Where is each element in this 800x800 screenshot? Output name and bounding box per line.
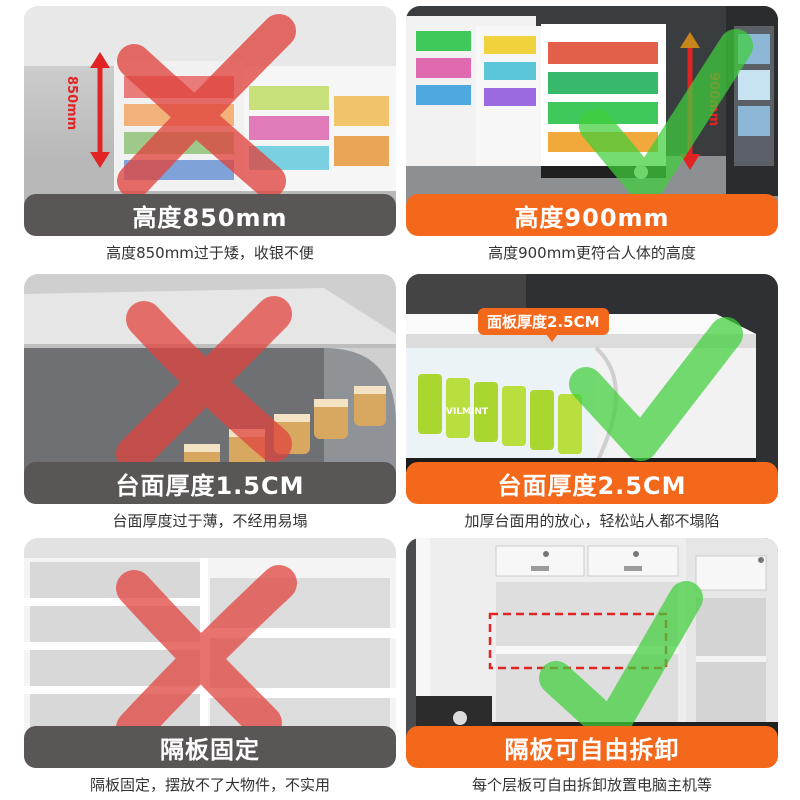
- banner-thickness-1-5: 台面厚度1.5CM: [24, 462, 396, 504]
- check-icon: [569, 317, 743, 461]
- comparison-bad-height: 850mm 高度850mm 高度850mm过于矮，收银不便: [24, 6, 396, 272]
- thickness-tag: 面板厚度2.5CM: [478, 308, 609, 335]
- product-label: VILMINT: [446, 407, 489, 417]
- caption-fixed-shelf: 隔板固定，摆放不了大物件，不实用: [89, 776, 330, 794]
- check-icon: [579, 29, 753, 203]
- banner-removable-shelf: 隔板可自由拆卸: [406, 726, 778, 768]
- photo-low-counter: 850mm: [24, 6, 396, 232]
- caption-height-850: 高度850mm过于矮，收银不便: [106, 244, 314, 262]
- caption-removable-shelf: 每个层板可自由拆卸放置电脑主机等: [471, 776, 712, 794]
- comparison-bad-shelf: 隔板固定 隔板固定，摆放不了大物件，不实用: [24, 538, 396, 800]
- measure-label: 850mm: [64, 76, 79, 130]
- caption-height-900: 高度900mm更符合人体的高度: [488, 244, 696, 262]
- banner-fixed-shelf: 隔板固定: [24, 726, 396, 768]
- cross-icon: [116, 565, 297, 746]
- cross-icon: [116, 296, 292, 472]
- comparison-good-height: 900mm 高度900mm 高度900mm更符合人体的高度: [406, 6, 778, 272]
- caption-thickness-2-5: 加厚台面用的放心，轻松站人都不塌陷: [464, 512, 720, 530]
- thickness-tag-pointer: [546, 334, 558, 342]
- cross-icon: [117, 14, 296, 198]
- comparison-good-shelf: 隔板可自由拆卸 每个层板可自由拆卸放置电脑主机等: [406, 538, 778, 800]
- comparison-good-thickness: VILMINT 面板厚度2.5CM 台面厚度2.5CM 加厚台面用的放心，轻松站…: [406, 274, 778, 540]
- banner-height-850: 高度850mm: [24, 194, 396, 236]
- comparison-bad-thickness: 台面厚度1.5CM 台面厚度过于薄，不经用易塌: [24, 274, 396, 540]
- caption-thickness-1-5: 台面厚度过于薄，不经用易塌: [112, 512, 308, 530]
- banner-height-900: 高度900mm: [406, 194, 778, 236]
- banner-thickness-2-5: 台面厚度2.5CM: [406, 462, 778, 504]
